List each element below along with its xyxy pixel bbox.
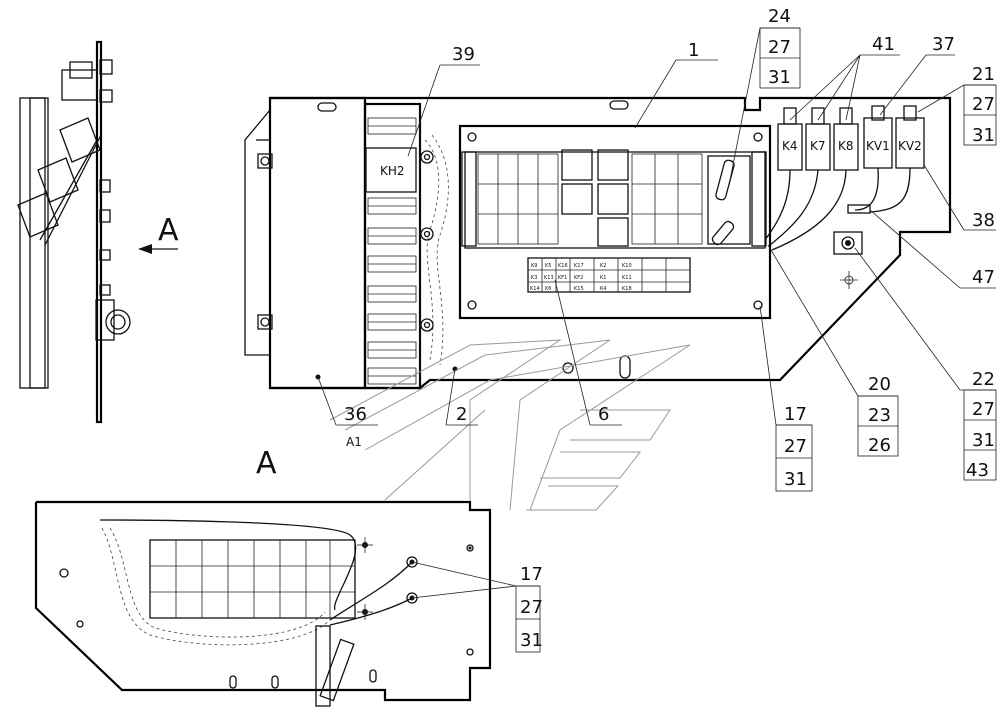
- callout-31d: 31: [784, 469, 807, 490]
- callout-20: 20: [868, 374, 891, 395]
- fuse-K2: K2: [600, 263, 606, 269]
- callout-2: 2: [456, 404, 467, 425]
- callout-27a: 27: [768, 37, 791, 58]
- callout-31b: 31: [972, 125, 995, 146]
- view-a: [34, 500, 492, 707]
- view-marker-label: A: [158, 213, 179, 248]
- callout-43: 43: [966, 460, 989, 481]
- callout-1: 1: [688, 40, 699, 61]
- fuse-K15: K15: [574, 286, 584, 292]
- callout-26: 26: [868, 435, 891, 456]
- callout-21: 21: [972, 64, 995, 85]
- callout-27c: 27: [972, 399, 995, 420]
- ghost-projection: [329, 339, 691, 511]
- view-arrow-a: A: [138, 213, 179, 254]
- callout-36: 36: [344, 404, 367, 425]
- kh2-label: KH2: [380, 164, 405, 178]
- callout-39: 39: [452, 44, 475, 65]
- fuse-table: K9 K5 K16 K17 K2 K10 K3 K13 KF1 KF2 K1 K…: [527, 257, 691, 293]
- callout-17: 17: [784, 404, 807, 425]
- view-a-callout-27: 27: [520, 597, 543, 618]
- terminal-blocks: [367, 117, 417, 385]
- relay-k4-label: K4: [782, 139, 798, 153]
- fuse-K9: K9: [531, 263, 537, 269]
- callout-22: 22: [972, 369, 995, 390]
- callout-41: 41: [872, 34, 895, 55]
- view-a-callout-31: 31: [520, 630, 543, 651]
- fuse-K11: K11: [622, 275, 632, 281]
- view-a-callout-17: 17: [520, 564, 543, 585]
- fuse-K17: K17: [574, 263, 584, 269]
- fuse-K1: K1: [600, 275, 606, 281]
- view-a-crosshairs: [357, 537, 472, 620]
- fuse-KF2: KF2: [574, 275, 583, 281]
- fuse-K18: K18: [622, 286, 632, 292]
- callout-23: 23: [868, 405, 891, 426]
- relay-kv2-label: KV2: [898, 139, 922, 153]
- callout-24: 24: [768, 6, 791, 27]
- relay-k8-label: K8: [838, 139, 854, 153]
- fuse-K13: K13: [544, 275, 554, 281]
- callout-27d: 27: [784, 436, 807, 457]
- callout-47: 47: [972, 267, 995, 288]
- callout-31c: 31: [972, 430, 995, 451]
- fuse-K3: K3: [531, 275, 537, 281]
- relay-kv1-label: KV1: [866, 139, 890, 153]
- view-a-fuse-grid: [150, 540, 355, 618]
- fuse-K10: K10: [622, 263, 632, 269]
- fuse-K5: K5: [545, 263, 551, 269]
- relay-grid: [461, 149, 767, 247]
- callout-6: 6: [598, 404, 609, 425]
- relays: K4 K7 K8 KV1 KV2: [764, 105, 925, 251]
- fuse-K16: K16: [558, 263, 568, 269]
- view-a-title: A: [256, 446, 277, 481]
- callout-38: 38: [972, 210, 995, 231]
- callout-numbers: 1 24 27 31 41 37 21 27 31 38 47 22 27 31…: [344, 6, 995, 651]
- fuse-K6: K6: [545, 286, 551, 292]
- fuse-K14: K14: [530, 286, 540, 292]
- side-view: [17, 40, 131, 424]
- main-view: KH2: [244, 96, 952, 511]
- callout-31a: 31: [768, 67, 791, 88]
- callout-boxes: [515, 27, 997, 653]
- fuse-K4: K4: [600, 286, 606, 292]
- fuse-KF1: KF1: [558, 275, 567, 281]
- callout-37: 37: [932, 34, 955, 55]
- relay-k7-label: K7: [810, 139, 826, 153]
- view-sublabel-a1: A1: [346, 435, 362, 449]
- callout-27b: 27: [972, 94, 995, 115]
